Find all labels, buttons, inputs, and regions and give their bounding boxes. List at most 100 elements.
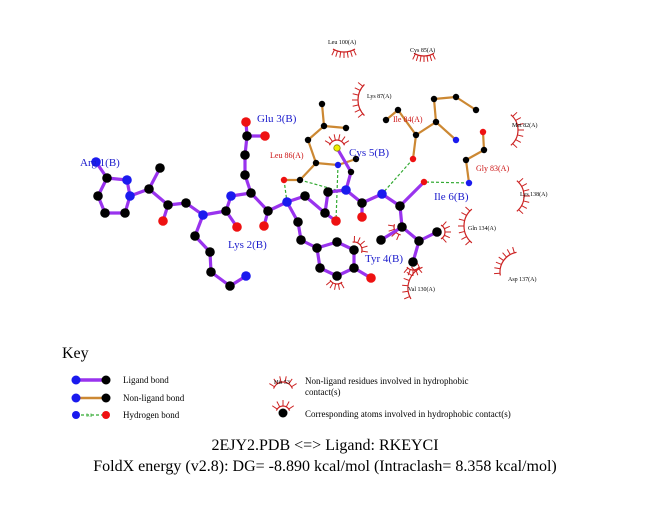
key-nonligand-residues-line1: Non-ligand residues involved in hydropho…: [305, 376, 468, 386]
key-nonligand-residues-line2: contact(s): [305, 387, 340, 397]
hydrophobic-atom-arc-ile6: [440, 221, 451, 243]
key-eyelash-large: [269, 376, 297, 389]
carbon-atom: [144, 184, 154, 194]
nitrogen-atom: [452, 136, 460, 144]
carbon-atom: [397, 222, 407, 232]
key-nonligand-atom-2: [101, 393, 111, 403]
carbon-atom: [205, 247, 215, 257]
carbon-atom: [120, 208, 130, 218]
carbon-atom: [462, 156, 470, 164]
nitrogen-atom: [341, 185, 351, 195]
carbon-atom: [472, 106, 480, 114]
label-cys85: Cys 85(A): [410, 47, 435, 54]
carbon-atom: [323, 187, 333, 197]
nitrogen-atom: [198, 210, 208, 220]
key-eyelash-small: [271, 400, 295, 411]
label-arg1: Arg 1(B): [80, 157, 120, 169]
key: Key Ligand bond Non-ligand bond 3.0 Hydr…: [62, 345, 511, 420]
carbon-atom: [293, 217, 303, 227]
oxygen-atom: [409, 155, 417, 163]
oxygen-atom: [366, 273, 376, 283]
nitrogen-atom: [377, 189, 387, 199]
key-hydrophobic-atom-icon: [271, 400, 295, 411]
carbon-atom: [394, 106, 402, 114]
key-hydrophobic-residue-icon: [269, 376, 297, 389]
carbon-atom: [312, 159, 320, 167]
carbon-atom: [349, 263, 359, 273]
key-his-example: His 53: [274, 380, 290, 386]
nitrogen-atom: [241, 271, 251, 281]
carbon-atom: [432, 118, 440, 126]
carbon-atom: [342, 124, 350, 132]
carbon-atom: [181, 198, 191, 208]
carbon-atom: [320, 122, 328, 130]
key-hydrophobic-atom: [278, 408, 288, 418]
carbon-atom: [312, 243, 322, 253]
hbond-ile84-ile6: [381, 158, 414, 195]
hbond-gly83-ile6: [423, 181, 470, 184]
label-leu86: Leu 86(A): [270, 151, 304, 160]
carbon-atom: [332, 271, 342, 281]
carbon-atom: [315, 263, 325, 273]
carbon-atom: [318, 100, 326, 108]
carbon-atom: [395, 201, 405, 211]
label-glu3: Glu 3(B): [257, 113, 297, 125]
carbon-atom: [240, 170, 250, 180]
label-gly83: Gly 83(A): [476, 164, 509, 173]
label-leu100: Leu 100(A): [328, 39, 356, 46]
carbon-atom: [206, 267, 216, 277]
carbon-atom: [296, 235, 306, 245]
carbon-atom: [408, 257, 418, 267]
hydrophobic-arc-lys138: [516, 177, 530, 215]
carbon-atom: [225, 281, 235, 291]
nitrogen-atom: [334, 161, 342, 169]
hydrophobic-arc-gln134: [458, 206, 473, 246]
nitrogen-atom: [226, 191, 236, 201]
oxygen-atom: [260, 131, 270, 141]
hydrophobic-arc-met82: [510, 111, 524, 149]
atoms: [91, 93, 488, 291]
carbon-atom: [296, 176, 304, 184]
label-ile84: Ile 84(A): [393, 115, 423, 124]
label-cys5: Cys 5(B): [349, 147, 389, 159]
carbon-atom: [304, 136, 312, 144]
carbon-atom: [352, 155, 360, 163]
carbon-atom: [357, 198, 367, 208]
carbon-atom: [414, 236, 424, 246]
key-ligand-atom-1: [71, 375, 81, 385]
oxygen-atom: [420, 178, 428, 186]
key-corresponding-atoms-label: Corresponding atoms involved in hydropho…: [305, 409, 511, 419]
hydrophobic-atom-arc-tyr4: [352, 235, 368, 253]
label-asp137: Asp 137(A): [508, 276, 537, 283]
oxygen-atom: [357, 212, 367, 222]
hydrophobic-arc-asp137: [494, 246, 517, 276]
carbon-atom: [102, 173, 112, 183]
hydrophobic-arc-leu100: [331, 48, 357, 58]
carbon-atom: [376, 235, 386, 245]
oxygen-atom: [259, 221, 269, 231]
label-val130: Val 130(A): [408, 286, 435, 293]
label-tyr4: Tyr 4(B): [365, 253, 403, 265]
carbon-atom: [190, 231, 200, 241]
carbon-atom: [430, 95, 438, 103]
carbon-atom: [347, 168, 355, 176]
carbon-atom: [382, 116, 390, 124]
carbon-atom: [246, 188, 256, 198]
label-gln134: Gln 134(A): [468, 225, 496, 232]
footer-line1: 2EJY2.PDB <=> Ligand: RKEYCI: [211, 437, 438, 454]
nonligand-bonds: [282, 95, 486, 185]
oxygen-atom: [232, 222, 242, 232]
nitrogen-atom: [465, 179, 473, 187]
sulfur-atom: [333, 144, 341, 152]
hydrophobic-arcs: [324, 48, 530, 300]
carbon-atom: [242, 131, 252, 141]
footer-line2: FoldX energy (v2.8): DG= -8.890 kcal/mol…: [93, 458, 556, 475]
hydrophobic-arc-lys87: [352, 82, 365, 118]
key-hbond-atom-2: [102, 411, 110, 419]
label-ile6: Ile 6(B): [434, 191, 469, 203]
key-hbond-distance: 3.0: [86, 414, 93, 419]
carbon-atom: [412, 131, 420, 139]
carbon-atom: [432, 227, 442, 237]
hbond-leu86-tyr4: [335, 164, 339, 222]
residue-labels: Arg 1(B) Lys 2(B) Glu 3(B) Tyr 4(B) Cys …: [80, 113, 509, 265]
